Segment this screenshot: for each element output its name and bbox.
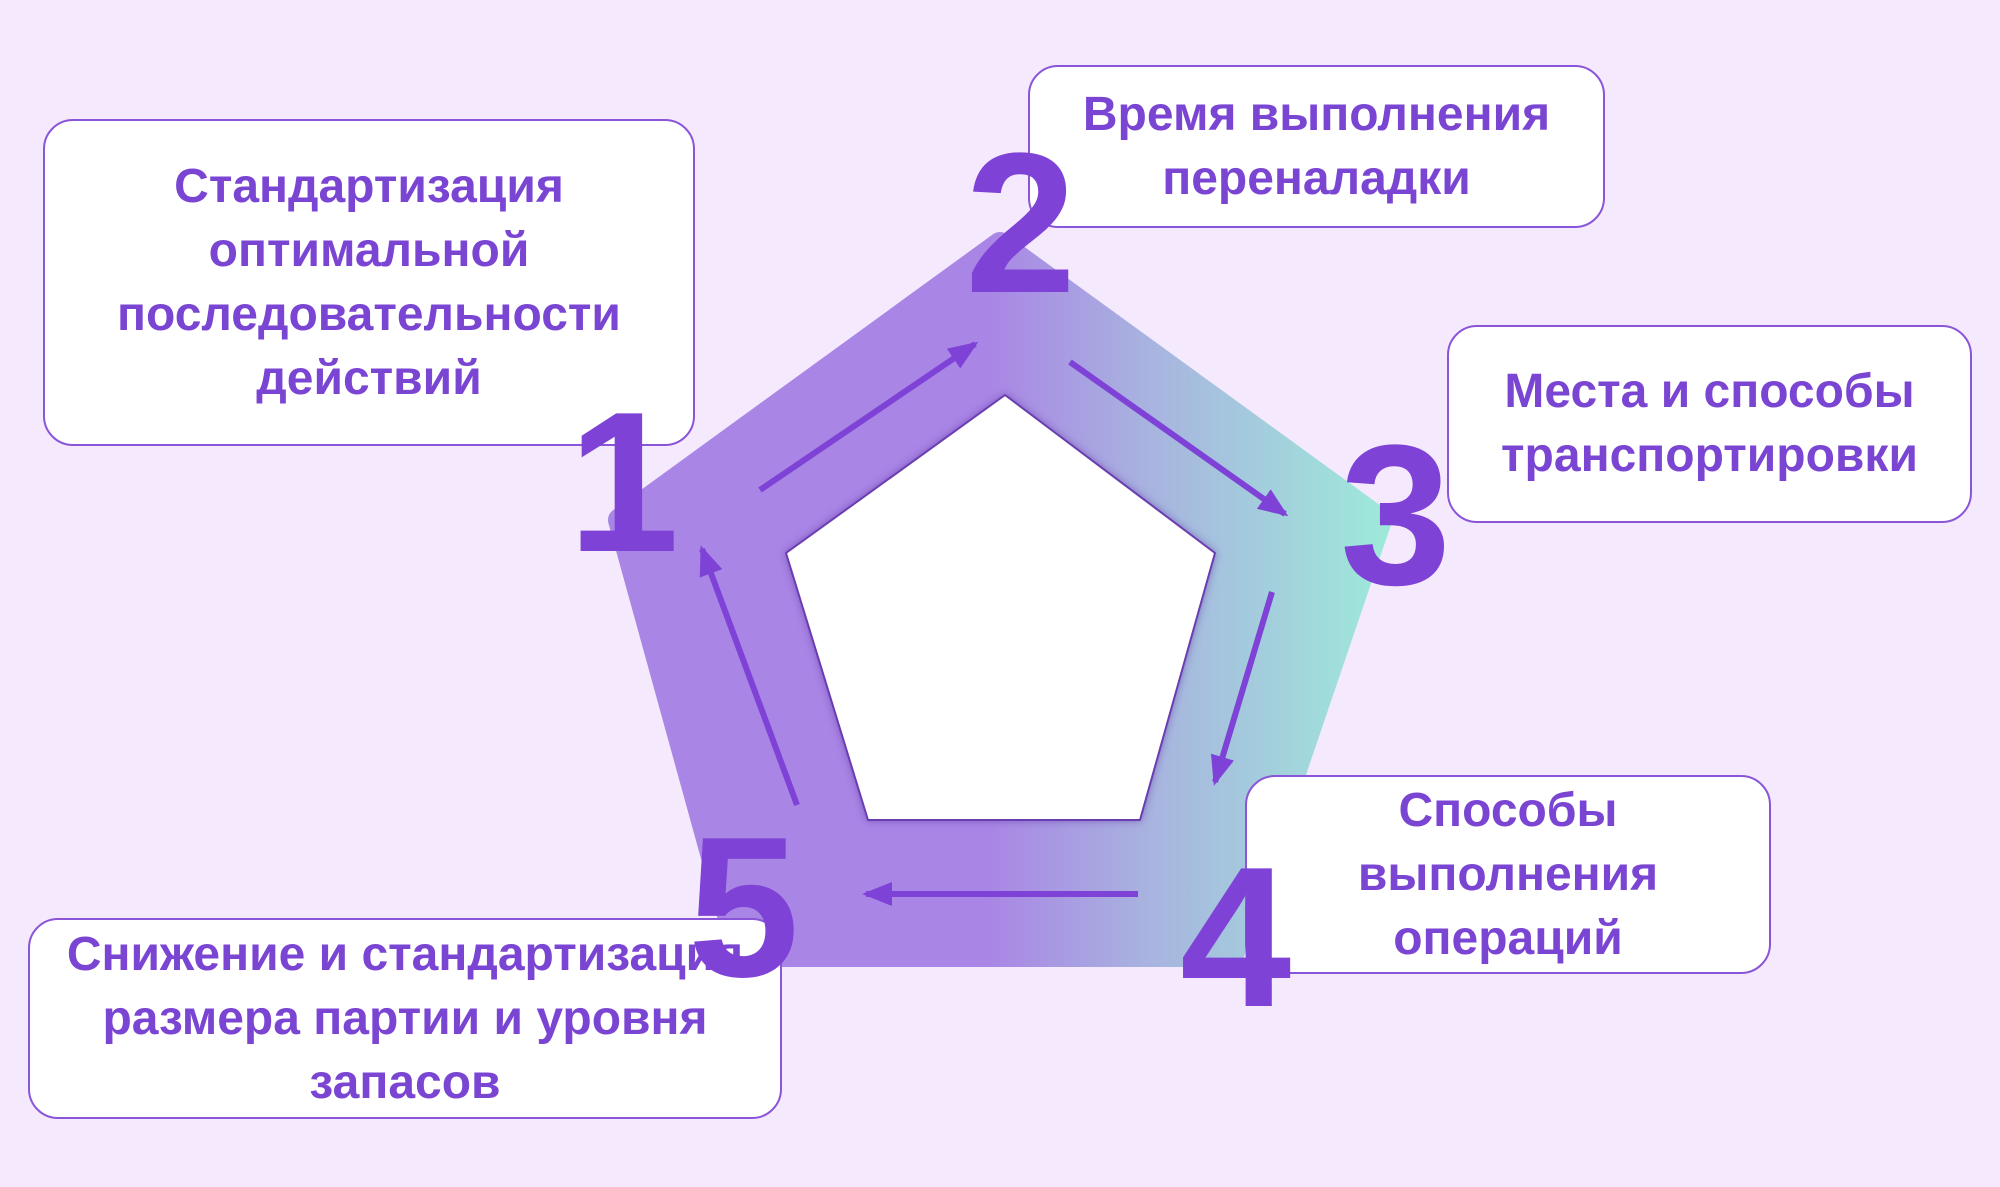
- step-4-number: 4: [1180, 826, 1292, 1049]
- step-3-box: Места и способы транспортировки: [1447, 325, 1972, 523]
- step-5-text: Снижение и стандартизация размера партии…: [66, 927, 744, 1109]
- pentagon-center: [785, 394, 1216, 821]
- step-1-box: Стандартизация оптимальной последователь…: [43, 119, 695, 446]
- arrow-right-icon: [1068, 359, 1289, 517]
- step-4-text: Способы выполнения операций: [1357, 783, 1659, 965]
- step-4-box: Способы выполнения операций: [1245, 775, 1771, 974]
- arrow-right-icon: [1210, 591, 1275, 786]
- step-5-number: 5: [688, 796, 800, 1019]
- arrow-right-icon: [758, 341, 979, 493]
- step-3-number: 3: [1340, 404, 1452, 627]
- step-2-text: Время выполнения переналадки: [1082, 87, 1551, 205]
- step-5-box: Снижение и стандартизация размера партии…: [28, 918, 782, 1119]
- step-2-box: Время выполнения переналадки: [1028, 65, 1605, 228]
- step-1-number: 1: [568, 371, 680, 594]
- arrow-right-icon: [699, 545, 800, 807]
- step-1-text: Стандартизация оптимальной последователь…: [117, 159, 621, 405]
- step-2-number: 2: [965, 112, 1077, 335]
- step-3-text: Места и способы транспортировки: [1501, 365, 1918, 482]
